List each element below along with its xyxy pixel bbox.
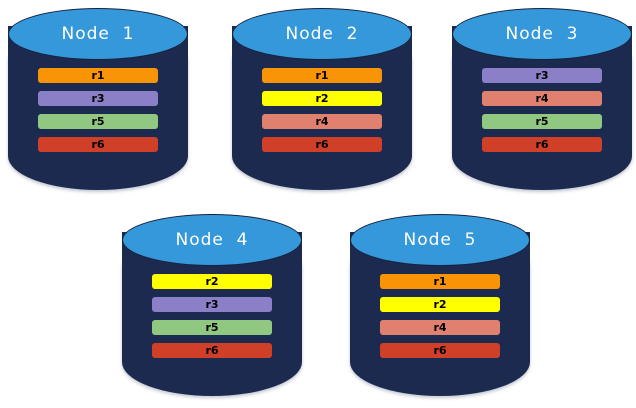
record-list: r1 r3 r5 r6 <box>38 68 158 152</box>
record-bar[interactable]: r2 <box>262 91 382 106</box>
record-bar[interactable]: r6 <box>38 137 158 152</box>
record-bar[interactable]: r4 <box>262 114 382 129</box>
database-node-cylinder[interactable]: Node 5 r1 r2 r4 r6 <box>350 214 530 396</box>
record-list: r2 r3 r5 r6 <box>152 274 272 358</box>
node-label: Node 3 <box>505 24 579 44</box>
cylinder-top-ellipse <box>122 214 302 266</box>
record-bar[interactable]: r4 <box>482 91 602 106</box>
record-bar[interactable]: r5 <box>152 320 272 335</box>
node-label: Node 5 <box>403 230 477 250</box>
cylinder-top-ellipse <box>452 8 632 60</box>
node-label: Node 2 <box>285 24 359 44</box>
record-bar[interactable]: r3 <box>482 68 602 83</box>
record-bar[interactable]: r1 <box>380 274 500 289</box>
record-bar[interactable]: r5 <box>38 114 158 129</box>
record-bar[interactable]: r3 <box>38 91 158 106</box>
database-node-cylinder[interactable]: Node 1 r1 r3 r5 r6 <box>8 8 188 190</box>
database-node-cylinder[interactable]: Node 3 r3 r4 r5 r6 <box>452 8 632 190</box>
record-bar[interactable]: r3 <box>152 297 272 312</box>
node-label: Node 1 <box>61 24 135 44</box>
record-bar[interactable]: r2 <box>380 297 500 312</box>
record-bar[interactable]: r6 <box>380 343 500 358</box>
record-bar[interactable]: r6 <box>152 343 272 358</box>
database-node-cylinder[interactable]: Node 2 r1 r2 r4 r6 <box>232 8 412 190</box>
record-bar[interactable]: r1 <box>262 68 382 83</box>
cylinder-top-ellipse <box>232 8 412 60</box>
record-bar[interactable]: r2 <box>152 274 272 289</box>
record-bar[interactable]: r1 <box>38 68 158 83</box>
record-bar[interactable]: r6 <box>482 137 602 152</box>
record-bar[interactable]: r4 <box>380 320 500 335</box>
cylinder-top-ellipse <box>8 8 188 60</box>
record-bar[interactable]: r5 <box>482 114 602 129</box>
node-label: Node 4 <box>175 230 249 250</box>
cylinder-top-ellipse <box>350 214 530 266</box>
record-list: r1 r2 r4 r6 <box>262 68 382 152</box>
record-bar[interactable]: r6 <box>262 137 382 152</box>
record-list: r3 r4 r5 r6 <box>482 68 602 152</box>
record-list: r1 r2 r4 r6 <box>380 274 500 358</box>
database-node-cylinder[interactable]: Node 4 r2 r3 r5 r6 <box>122 214 302 396</box>
